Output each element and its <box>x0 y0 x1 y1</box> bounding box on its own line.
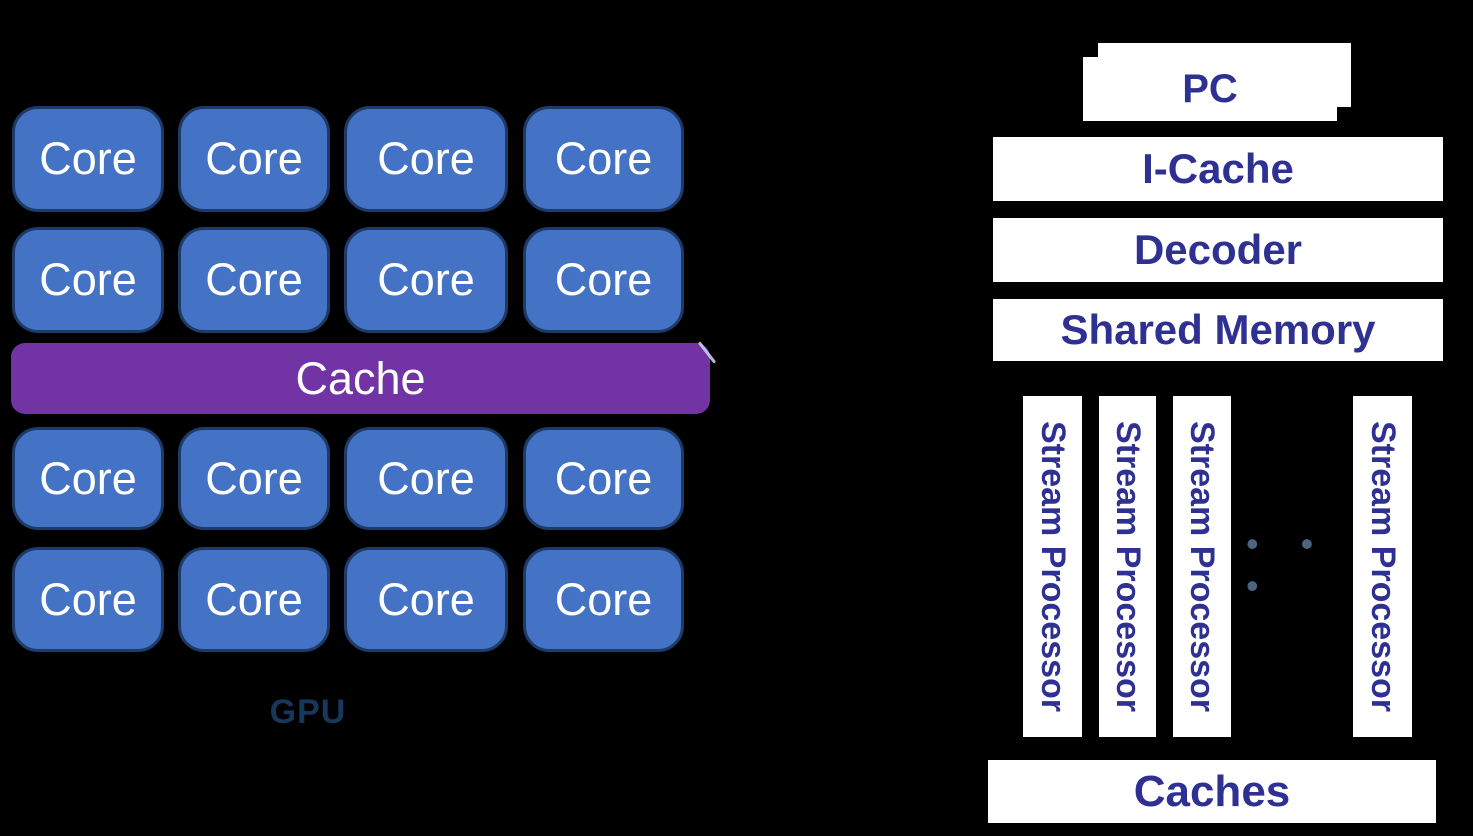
core-box: Core <box>178 106 330 212</box>
decoder-box: Decoder <box>993 218 1443 282</box>
core-box: Core <box>344 227 508 333</box>
core-box: Core <box>12 106 164 212</box>
core-box: Core <box>523 227 684 333</box>
core-box: Core <box>178 227 330 333</box>
stream-processor-label: Stream Processor <box>1364 420 1403 713</box>
core-box: Core <box>344 106 508 212</box>
gpu-label: GPU <box>269 692 347 731</box>
stream-processor-label: Stream Processor <box>1109 420 1148 713</box>
stream-processor-label: Stream Processor <box>1034 420 1073 713</box>
icache-box: I-Cache <box>993 137 1443 201</box>
core-box: Core <box>344 427 508 530</box>
core-box: Core <box>12 227 164 333</box>
stream-processor-column: Stream Processor <box>1353 396 1412 737</box>
ellipsis-dots: • • • <box>1246 523 1330 606</box>
core-box: Core <box>523 547 684 652</box>
core-box: Core <box>178 427 330 530</box>
pc-box: PC <box>1083 57 1337 121</box>
cache-bar: Cache <box>11 343 710 414</box>
core-box: Core <box>12 547 164 652</box>
stream-processor-column: Stream Processor <box>1173 396 1231 737</box>
shared-memory-box: Shared Memory <box>993 299 1443 361</box>
stream-processor-column: Stream Processor <box>1023 396 1082 737</box>
core-box: Core <box>344 547 508 652</box>
caches-box: Caches <box>988 760 1436 823</box>
core-box: Core <box>12 427 164 530</box>
stream-processor-column: Stream Processor <box>1099 396 1156 737</box>
stream-processor-label: Stream Processor <box>1183 420 1222 713</box>
core-box: Core <box>178 547 330 652</box>
core-box: Core <box>523 106 684 212</box>
core-box: Core <box>523 427 684 530</box>
